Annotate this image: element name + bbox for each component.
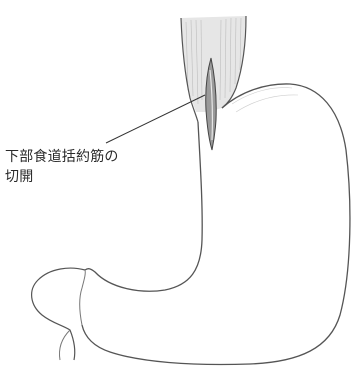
duodenum-lower [59,330,70,360]
annotation-line-2: 切開 [5,167,125,187]
annotation-leader-line [106,95,205,143]
incision-annotation: 下部食道括約筋の 切開 [5,147,125,187]
duodenum [32,268,85,360]
annotation-line-1: 下部食道括約筋の [5,147,125,167]
pylorus-fold [80,270,86,325]
fundus-hatching [232,88,298,112]
